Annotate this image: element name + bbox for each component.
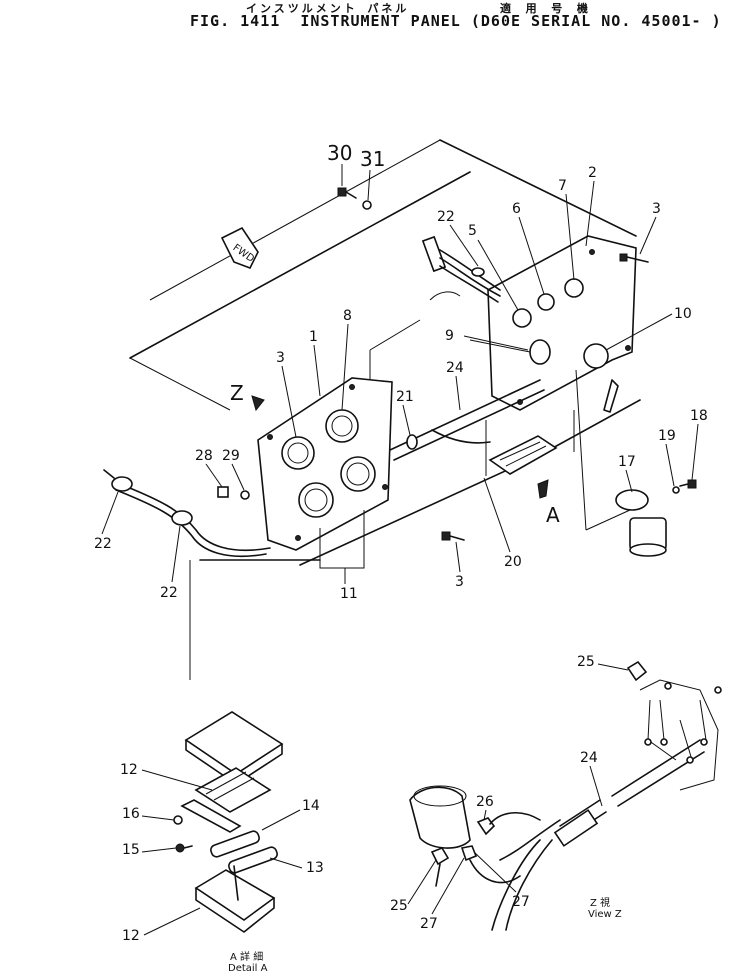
callout-4: 3	[276, 350, 285, 366]
callout-21: 21	[396, 389, 414, 405]
gauge-body-view-z	[409, 786, 471, 849]
callout-6: 11	[340, 586, 358, 602]
harness-24	[389, 379, 545, 461]
connector-26	[476, 817, 496, 836]
fuse-13	[228, 846, 278, 874]
callout-24: 24	[446, 360, 464, 376]
callout-22-left: 22	[160, 585, 178, 601]
connector-25-top	[626, 660, 648, 682]
washer-19	[672, 486, 680, 494]
switch-panel	[469, 235, 637, 413]
callout-3-top: 3	[652, 201, 661, 217]
japanese-title: インスツルメント パネル	[246, 2, 410, 15]
view-z-caption-jp: Z 視	[590, 896, 610, 909]
detail-a-caption: Detail A	[228, 963, 268, 973]
screw-15	[175, 843, 193, 853]
callout-3-bottom: 3	[455, 574, 464, 590]
callout-17: 17	[618, 454, 636, 470]
main-gauge-panel	[257, 377, 393, 551]
callout-15: 15	[122, 842, 140, 858]
callout-18: 18	[690, 408, 708, 424]
view-a-marker: A	[546, 503, 560, 527]
callout-24-view-z: 24	[580, 750, 598, 766]
grommet-22-left	[171, 510, 193, 526]
gauge-6a	[298, 482, 334, 518]
callout-12-top: 12	[120, 762, 138, 778]
view-a-arrow	[537, 479, 549, 499]
callout-10: 9	[445, 328, 454, 344]
key-switch-11	[583, 343, 609, 369]
clip-21	[406, 434, 418, 450]
view-z: 25 24 26 25 27 27 Z 視 View Z	[390, 654, 722, 932]
callout-11: 10	[674, 306, 692, 322]
callout-8: 6	[512, 201, 521, 217]
harness-24-view-z	[491, 739, 705, 931]
callout-1: 1	[309, 329, 318, 345]
washer-29	[240, 490, 250, 500]
callout-7: 5	[468, 223, 477, 239]
forward-direction-arrow: FWD	[220, 226, 259, 270]
callout-16: 16	[122, 806, 140, 822]
callout-12-bottom: 12	[122, 928, 140, 944]
callout-25-bottom: 25	[390, 898, 408, 914]
dashboard-outline	[129, 139, 641, 680]
buzzer-17	[615, 489, 667, 557]
callout-25-top: 25	[577, 654, 595, 670]
indicator-7	[512, 308, 532, 328]
view-z-caption: View Z	[588, 909, 622, 920]
connector-27-a	[460, 845, 478, 862]
callout-30: 30	[327, 141, 352, 165]
washer-31	[362, 200, 372, 210]
indicator-9	[564, 278, 584, 298]
view-z-arrow	[251, 395, 265, 412]
screw-3-top	[619, 253, 649, 263]
callout-19: 19	[658, 428, 676, 444]
callout-23: 22	[94, 536, 112, 552]
wire-harness-top	[421, 235, 501, 303]
fuse-14	[210, 830, 260, 858]
washer-16	[173, 815, 183, 825]
fuse-box-cover	[184, 711, 284, 775]
callout-13: 13	[306, 860, 324, 876]
fuse-holder	[180, 799, 242, 833]
cable-23	[103, 469, 271, 558]
bolt-18	[679, 479, 697, 489]
detail-a-caption-jp: A 詳 細	[230, 950, 263, 963]
gauge-6b	[340, 456, 376, 492]
callout-5: 8	[343, 308, 352, 324]
main-callouts: 30 31 22 5 6 7 2 3 10 9 8 1 3 Z 24 21 28…	[94, 141, 708, 602]
serial-range: (D60E SERIAL NO. 45001- )	[470, 12, 722, 30]
screw-3-bottom	[441, 531, 465, 541]
callout-26: 26	[476, 794, 494, 810]
figure-number: FIG. 1411	[190, 12, 281, 30]
callout-14: 14	[302, 798, 320, 814]
callout-29: 29	[222, 448, 240, 464]
callout-22-top: 22	[437, 209, 455, 225]
callout-9: 7	[558, 178, 567, 194]
view-z-marker: Z	[230, 381, 244, 405]
callout-27-left: 27	[420, 916, 438, 932]
figure-name: INSTRUMENT PANEL	[300, 12, 461, 30]
gauge-4	[281, 436, 315, 470]
callout-28: 28	[195, 448, 213, 464]
wire-leads-view-z	[639, 679, 722, 791]
bolt-30	[337, 187, 357, 199]
fuse-box-20	[485, 410, 575, 476]
lamp-10	[529, 339, 551, 365]
figure-title: FIG. 1411 INSTRUMENT PANEL (D60E SERIAL …	[190, 12, 741, 30]
callout-27-right: 27	[512, 894, 530, 910]
nut-28	[217, 486, 229, 498]
callout-2: 2	[588, 165, 597, 181]
indicator-8	[537, 293, 555, 311]
callout-31: 31	[360, 147, 385, 171]
callout-20: 20	[504, 554, 522, 570]
detail-a: 12 16 15 14 13 12 A 詳 細 Detail A	[120, 711, 324, 973]
applicable-serial-label: 適 用 号 機	[500, 2, 592, 15]
gauge-5	[325, 409, 359, 443]
